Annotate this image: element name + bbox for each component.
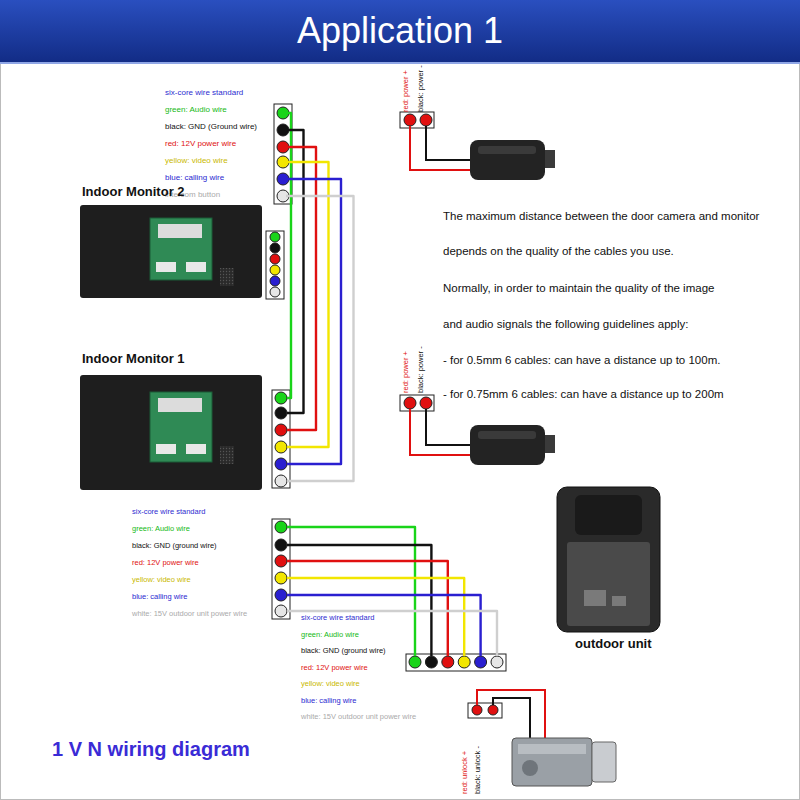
wire-label: blue: calling wire	[132, 593, 187, 602]
wire-label: black: GND (ground wire)	[300, 647, 387, 656]
wire-label: blue: calling wire	[300, 697, 357, 706]
wire	[287, 595, 481, 656]
terminal-block	[272, 390, 290, 488]
wire	[286, 113, 291, 398]
wire-label: red: 12V power wire	[132, 559, 199, 568]
wire-bundle	[287, 527, 497, 656]
outdoor-unit-node: outdoor unit	[405, 485, 665, 672]
note-text: and audio signals the following guidelin…	[443, 318, 689, 331]
terminal-block	[274, 104, 292, 204]
note-text: - for 0.5mm 6 cables: can have a distanc…	[443, 354, 720, 367]
outdoor-unit-illustration	[557, 487, 660, 632]
power-adapter	[400, 112, 555, 180]
monitor-illustration	[80, 375, 262, 490]
wire-label: white: 15V outdoor unit power wire	[300, 713, 417, 722]
diagram-caption: 1 V N wiring diagram	[52, 738, 250, 761]
monitor-illustration	[80, 205, 262, 298]
wire-label: yellow: video wire	[165, 156, 228, 165]
wire-label: black: GND (Ground wire)	[165, 122, 257, 131]
title-text: Application 1	[0, 0, 800, 62]
node-heading: outdoor unit	[575, 637, 652, 652]
wire-label: black: GND (ground wire)	[132, 542, 217, 551]
title-rule	[0, 62, 800, 64]
wire-label: green: Audio wire	[132, 525, 190, 534]
wire	[286, 196, 354, 481]
wire	[286, 130, 304, 413]
wire-label: blue: calling wire	[165, 173, 224, 182]
power-adapter	[400, 395, 555, 465]
wire	[286, 162, 329, 447]
wire	[287, 611, 497, 656]
terminal-label: black: power -	[417, 65, 426, 112]
wire-label: red: 12V power wire	[165, 139, 236, 148]
node-heading: Indoor Monitor 1	[82, 352, 185, 367]
monitor-node: Indoor Monitor 2	[80, 100, 286, 298]
terminal-block	[406, 654, 506, 671]
wire-label: yellow: video wire	[132, 576, 191, 585]
wire-label: green: Audio wire	[165, 105, 227, 114]
wire-label: six-core wire standard	[165, 88, 243, 97]
terminal-label: red: power +	[402, 351, 411, 393]
terminal-label: black: power -	[417, 346, 426, 393]
wire-label: green: Audio wire	[300, 631, 360, 640]
terminal-label: black: unlock -	[474, 746, 483, 794]
wire-label: white: 15V outdoor unit power wire	[132, 610, 247, 619]
wire-label: six-core wire standard	[300, 614, 375, 623]
wire	[286, 147, 316, 430]
monitor-node: Indoor Monitor 1	[80, 350, 287, 622]
title-band	[0, 0, 800, 62]
terminal-label: red: power +	[402, 70, 411, 112]
note-text: - for 0.75mm 6 cables: can have a distan…	[443, 388, 724, 401]
wire-label: yellow: video wire	[300, 680, 361, 689]
note-text: depends on the quality of the cables you…	[443, 245, 674, 258]
terminal-label: red: unlock +	[461, 751, 470, 794]
wire	[287, 561, 448, 656]
wire	[287, 578, 464, 656]
note-text: Normally, in order to maintain the quali…	[443, 282, 714, 295]
wire	[286, 179, 341, 464]
wire-label: six-core wire standard	[132, 508, 205, 517]
wire-label: red: 12V power wire	[300, 664, 369, 673]
wire	[287, 527, 415, 656]
wire-bundle	[286, 113, 354, 481]
note-text: The maximum distance between the door ca…	[443, 210, 759, 223]
terminal-block	[266, 231, 284, 299]
node-heading: Indoor Monitor 2	[82, 185, 185, 200]
terminal-block	[272, 519, 290, 619]
electric-lock	[468, 690, 616, 786]
